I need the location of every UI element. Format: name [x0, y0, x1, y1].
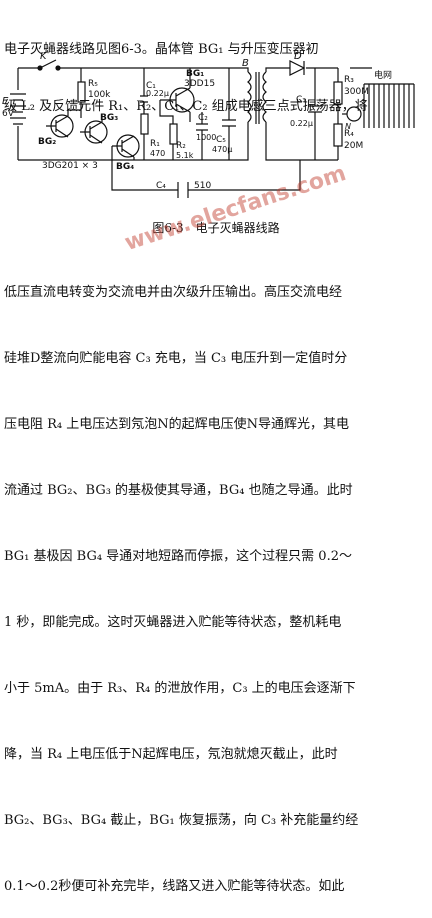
circuit-diagram: K E 6V R₅ 100k BG₂ BG₃ BG₄ 3DG201 × 3 BG… — [2, 51, 415, 198]
label-R3: R₃ — [344, 75, 354, 85]
text-line: 压电阻 R₄ 上电压达到氖泡N的起辉电压使N导通辉光，其电 — [4, 417, 350, 432]
label-BG3: BG₃ — [100, 113, 118, 123]
label-C1-value: 0.22μ — [146, 89, 169, 98]
text-line: BG₁ 基极因 BG₄ 导通对地短路而停振，这个过程只需 0.2～ — [4, 549, 352, 564]
text-line: 电子灭蝇器线路见图6-3。晶体管 BG₁ 与升压变压器初 — [4, 42, 319, 57]
label-BG4: BG₄ — [116, 162, 134, 172]
text-line: 1 秒，即能完成。这时灭蝇器进入贮能等待状态，整机耗电 — [4, 615, 342, 630]
label-C5-value: 470μ — [212, 145, 232, 154]
label-BG-types: 3DG201 × 3 — [42, 161, 98, 171]
text-line: 流通过 BG₂、BG₃ 的基极使其导通，BG₄ 也随之导通。此时 — [4, 483, 353, 498]
label-C4-value: 510 — [194, 181, 211, 191]
label-C3-value: 0.22μ — [290, 119, 313, 128]
label-D: D — [294, 51, 302, 62]
label-R5: R₅ — [88, 79, 98, 89]
label-R2-value: 5.1k — [176, 151, 194, 160]
label-C2: C₂ — [198, 113, 208, 123]
body-paragraph: 低压直流电转变为交流电并由次级升压输出。高压交流电经 硅堆D整流向贮能电容 C₃… — [4, 238, 428, 918]
label-R4: R₄ — [344, 129, 354, 139]
label-grid: 电网 — [374, 69, 392, 81]
label-E-value: 6V — [2, 109, 15, 119]
label-R5-value: 100k — [88, 90, 111, 100]
text-line: 0.1～0.2秒便可补充完毕，线路又进入贮能等待状态。如此 — [4, 879, 345, 894]
label-C1: C₁ — [146, 81, 156, 91]
text-line: 低压直流电转变为交流电并由次级升压输出。高压交流电经 — [4, 285, 343, 300]
label-BG1: BG₁ — [186, 69, 204, 79]
label-R1: R₁ — [150, 139, 160, 149]
label-BG1-type: 3DD15 — [184, 79, 215, 89]
figure-caption: 图6-3 电子灭蝇器线路 — [152, 221, 280, 235]
label-R4-value: 20M — [344, 141, 363, 151]
label-E: E — [2, 96, 9, 107]
label-C5: C₅ — [216, 135, 226, 145]
label-BG2: BG₂ — [38, 137, 56, 147]
label-C2-value: 1000 — [196, 133, 216, 142]
label-N: N — [345, 122, 351, 131]
label-C4: C₄ — [156, 181, 166, 191]
text-line: 硅堆D整流向贮能电容 C₃ 充电，当 C₃ 电压升到一定值时分 — [4, 351, 348, 366]
label-C3: C₃ — [296, 95, 306, 105]
label-R1-value: 470 — [150, 149, 165, 158]
label-R3-value: 300M — [344, 87, 369, 97]
label-B: B — [242, 58, 249, 69]
label-R2: R₂ — [176, 141, 186, 151]
text-line: 降，当 R₄ 上电压低于N起辉电压，氖泡就熄灭截止，此时 — [4, 747, 338, 762]
text-line: BG₂、BG₃、BG₄ 截止，BG₁ 恢复振荡，向 C₃ 补充能量约经 — [4, 813, 359, 828]
text-line: 小于 5mA。由于 R₃、R₄ 的泄放作用，C₃ 上的电压会逐渐下 — [4, 681, 356, 696]
label-K: K — [40, 51, 48, 62]
